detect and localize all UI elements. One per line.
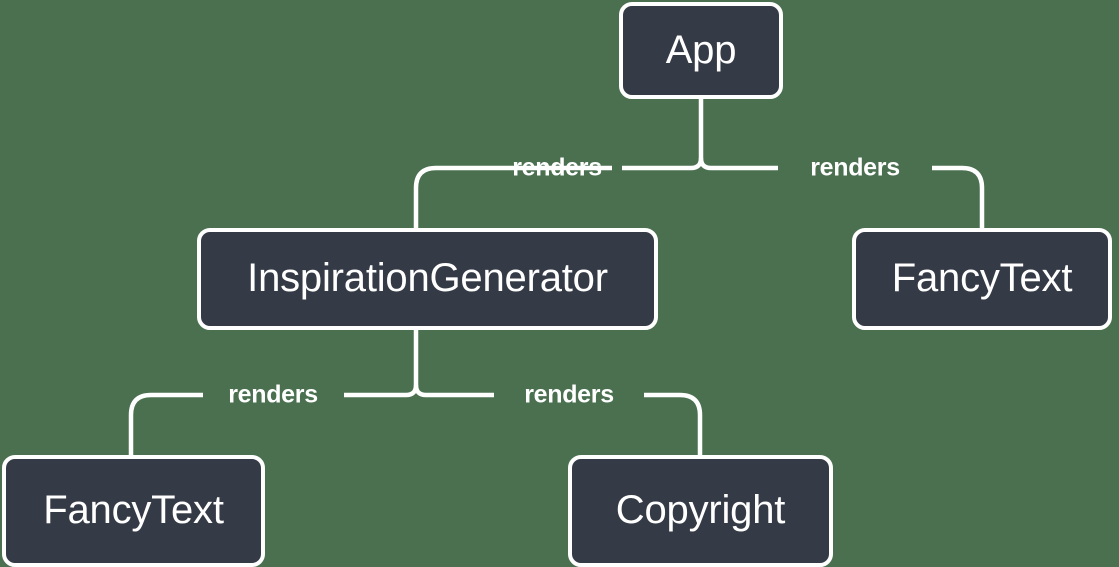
node-copyright[interactable]: Copyright <box>568 455 833 567</box>
node-app[interactable]: App <box>619 2 783 99</box>
edge-label-app-to-inspiration: renders <box>512 153 602 182</box>
node-copyright-label: Copyright <box>615 488 786 532</box>
node-app-label: App <box>665 27 737 72</box>
edge-label-app-to-fancytext-right: renders <box>810 153 900 182</box>
node-fancytext-bottom[interactable]: FancyText <box>2 455 265 567</box>
node-fancytext-bottom-label: FancyText <box>43 488 224 532</box>
edge-label-inspiration-to-copyright: renders <box>524 380 614 409</box>
edge-label-inspiration-to-fancytext-bottom: renders <box>228 380 318 409</box>
node-inspiration-generator-label: InspirationGenerator <box>247 256 608 300</box>
node-fancytext-right-label: FancyText <box>891 256 1073 300</box>
node-inspiration-generator[interactable]: InspirationGenerator <box>197 228 658 330</box>
node-fancytext-right[interactable]: FancyText <box>852 228 1112 330</box>
